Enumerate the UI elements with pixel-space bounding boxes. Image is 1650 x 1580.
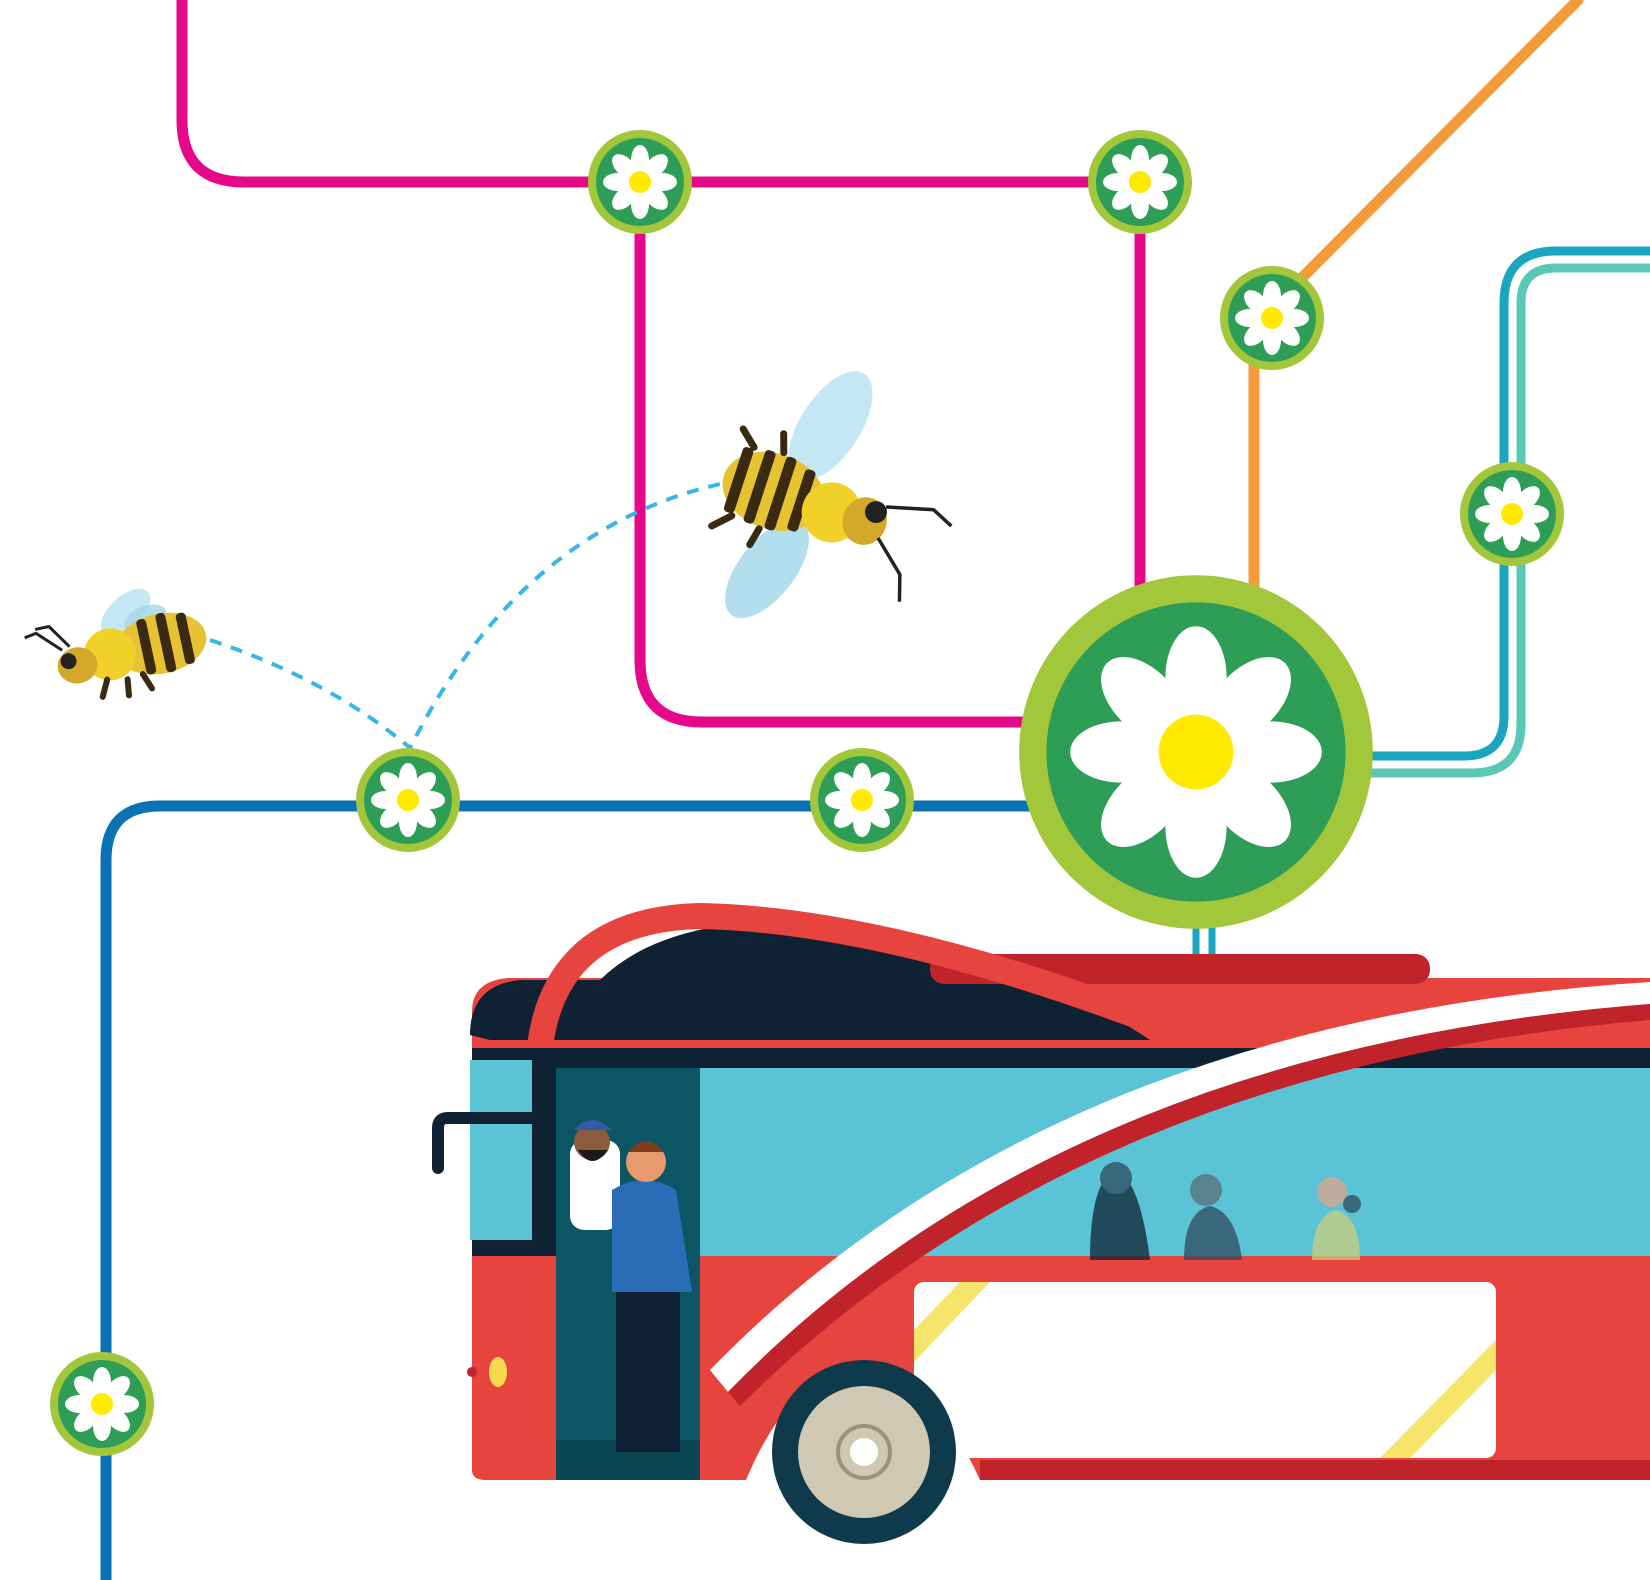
daisy-station-icon[interactable]: [50, 1352, 154, 1456]
bee-icon: [708, 371, 953, 619]
daisy-station-icon[interactable]: [810, 748, 914, 852]
teal-line-outer: [1335, 246, 1650, 761]
daisy-station-icon[interactable]: [588, 130, 692, 234]
daisy-station-icon[interactable]: [1460, 462, 1564, 566]
daisy-hub-icon[interactable]: [1019, 575, 1373, 929]
daisy-station-icon[interactable]: [356, 748, 460, 852]
magenta-line: [176, 0, 1146, 606]
daisy-station-icon[interactable]: [1220, 266, 1324, 370]
passenger-boarding: [612, 1141, 692, 1452]
bus-windshield: [470, 1060, 532, 1240]
bus-passengers: [570, 1120, 1361, 1452]
passenger-seated: [1312, 1177, 1361, 1260]
bus-ad-stripes: [914, 1282, 1496, 1458]
passenger-seated: [1184, 1174, 1242, 1260]
bee-flight-path: [209, 482, 721, 752]
bus-indicator: [467, 1367, 477, 1377]
bus-roof: [470, 920, 1150, 1040]
bus-skirt: [980, 1460, 1650, 1480]
bus-headlight: [489, 1357, 507, 1387]
magenta-loop-line: [634, 176, 1046, 728]
daisy-station-icon[interactable]: [1088, 130, 1192, 234]
bee-icon: [24, 588, 207, 700]
bus-mirror: [432, 1112, 556, 1174]
bus-wheel: [772, 1360, 956, 1544]
teal-line-inner: [1335, 263, 1650, 778]
passenger-seated: [1090, 1162, 1150, 1260]
bus-ad-panel: [914, 1282, 1496, 1458]
bus-front-arch: [525, 902, 1205, 1480]
bus-icon: [432, 902, 1650, 1544]
driver: [570, 1120, 620, 1230]
blue-line: [100, 800, 1046, 1580]
